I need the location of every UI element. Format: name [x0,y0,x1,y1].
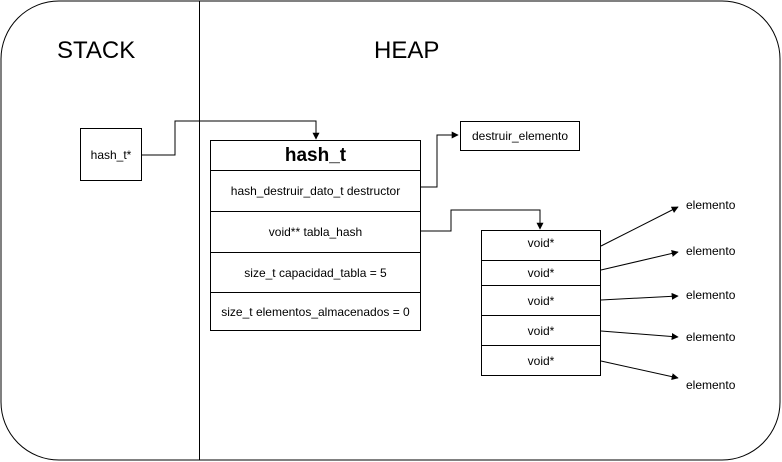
table-pointer-arrow [420,209,544,232]
table-slot: void* [481,260,601,286]
struct-field-capacidad: size_t capacidad_tabla = 5 [211,252,420,292]
pointer-to-struct-arrow [142,120,320,156]
slot-arrow-1 [600,206,679,247]
element-label: elemento [686,378,736,392]
element-label: elemento [686,330,736,344]
hash-struct: hash_t hash_destruir_dato_t destructor v… [210,140,421,331]
table-slot: void* [481,345,601,376]
table-slot: void* [481,230,601,261]
slot-arrow-5 [600,360,679,381]
destructor-arrow [420,131,459,188]
heap-title: HEAP [374,37,440,64]
struct-field-elementos: size_t elementos_almacenados = 0 [211,292,420,330]
stack-title: STACK [57,37,136,64]
slot-arrow-2 [600,250,679,271]
struct-field-destructor: hash_destruir_dato_t destructor [211,170,420,211]
table-slot: void* [481,285,601,316]
element-label: elemento [686,198,736,212]
element-label: elemento [686,288,736,302]
slot-arrow-3 [600,292,679,301]
element-label: elemento [686,244,736,258]
struct-field-tabla-hash: void** tabla_hash [211,211,420,252]
stack-pointer-box: hash_t* [80,128,142,181]
struct-name: hash_t [284,144,347,166]
destructor-function-box: destruir_elemento [460,121,580,151]
slot-arrow-4 [600,330,679,340]
table-slot: void* [481,315,601,346]
